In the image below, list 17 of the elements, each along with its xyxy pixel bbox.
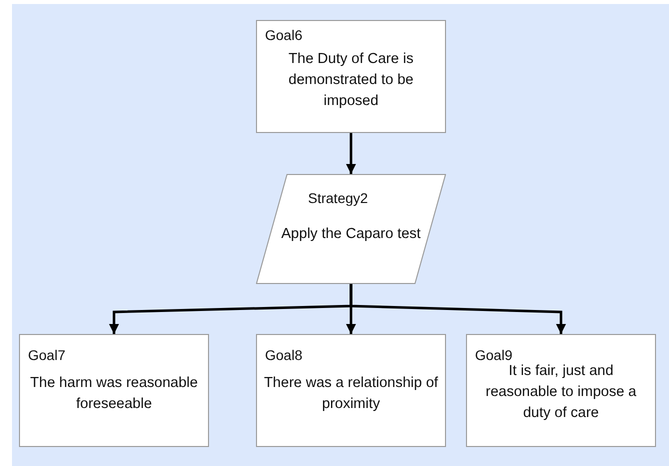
node-text: Apply the Caparo test (280, 225, 422, 244)
goal-box (256, 20, 446, 133)
node-title: Goal7 (28, 347, 66, 363)
node-title: Goal6 (265, 27, 302, 43)
arrow (350, 284, 566, 334)
node-text: The harm was reasonable foreseeable (29, 374, 199, 414)
node-text: There was a relationship of proximity (262, 374, 440, 414)
node-text: It is fair, just and reasonable to impose a duty of care (484, 362, 638, 423)
goal-box (466, 334, 656, 447)
goal-box (256, 334, 446, 447)
node-title: Goal8 (265, 347, 302, 363)
node-title: Goal9 (475, 347, 512, 363)
goal-box (19, 334, 209, 447)
arrow (346, 133, 356, 174)
node-title: Strategy2 (308, 190, 368, 206)
node-text: The Duty of Care is demonstrated to be imposed (288, 50, 414, 111)
strategy-parallelogram (256, 174, 446, 284)
